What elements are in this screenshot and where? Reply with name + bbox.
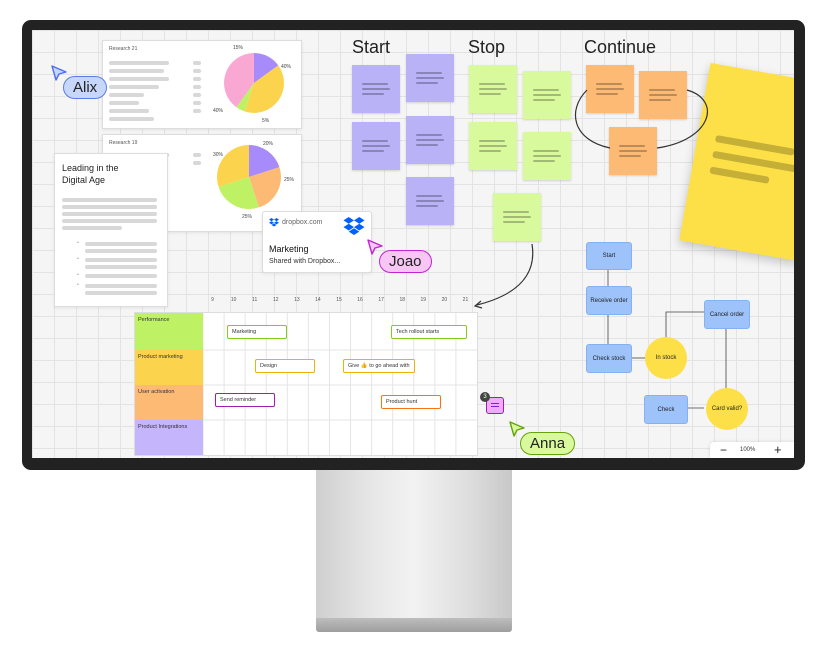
- sticky-note[interactable]: [352, 65, 400, 113]
- gantt-chart[interactable]: 9 10 11 12 13 14 15 16 17 18 19 20 21 Performance Pr…: [134, 297, 478, 456]
- retro-heading-start: Start: [352, 37, 391, 57]
- gantt-day-label: 18: [399, 297, 405, 303]
- document-title: Leading in the: [62, 163, 119, 173]
- gantt-task[interactable]: Send reminder: [215, 393, 275, 407]
- gantt-day-label: 11: [252, 297, 258, 303]
- retro-heading-continue: Continue: [584, 37, 657, 57]
- pie-label: 5%: [262, 118, 270, 124]
- flowchart-in-stock[interactable]: In stock: [645, 337, 687, 379]
- pie-label: 25%: [242, 214, 253, 220]
- pie-slice: [249, 167, 281, 208]
- gantt-day-label: 10: [230, 297, 237, 303]
- sticky-note[interactable]: [406, 54, 454, 102]
- pie-chart: [217, 145, 281, 209]
- connector-lines: [473, 89, 727, 409]
- gantt-day-label: 16: [357, 297, 363, 303]
- gantt-row-label: Product Integrations: [138, 424, 188, 430]
- gantt-task[interactable]: Design: [255, 359, 315, 373]
- whiteboard-canvas[interactable]: Research 21 15% 40% 5% 40% Research 19 2…: [32, 30, 794, 458]
- zoom-control: − 100% +: [710, 442, 794, 458]
- retro-heading-stop: Stop: [468, 37, 506, 57]
- dropbox-link-card[interactable]: dropbox.com Marketing Shared with Dropbo…: [262, 211, 372, 273]
- flowchart-card-valid[interactable]: Card valid?: [706, 388, 748, 430]
- sticky-note[interactable]: [406, 116, 454, 164]
- flowchart-start[interactable]: Start: [586, 242, 632, 270]
- zoom-out-button[interactable]: −: [720, 443, 728, 457]
- flowchart-check-stock[interactable]: Check stock: [586, 344, 632, 373]
- gantt-row-label: Product marketing: [138, 354, 183, 360]
- pie-label: 20%: [263, 141, 274, 147]
- collaborator-tag-anna: Anna: [520, 432, 576, 455]
- zoom-level: 100%: [740, 447, 756, 453]
- dropbox-logo-icon: [343, 217, 365, 236]
- flowchart-cancel-order[interactable]: Cancel order: [704, 300, 750, 329]
- research-card-title: Research 19: [109, 140, 138, 146]
- gantt-day-label: 15: [336, 297, 342, 303]
- sticky-note[interactable]: [493, 193, 541, 241]
- sticky-note[interactable]: [469, 122, 517, 170]
- sticky-note[interactable]: [352, 122, 400, 170]
- sticky-note[interactable]: [609, 127, 657, 175]
- pie-slice: [236, 83, 254, 112]
- sticky-note[interactable]: [639, 71, 687, 119]
- dropbox-card-title: Marketing: [269, 244, 309, 254]
- gantt-task[interactable]: Product hunt: [381, 395, 441, 409]
- flowchart-receive-order[interactable]: Receive order: [586, 286, 632, 315]
- dropbox-card-subtitle: Shared with Dropbox...: [269, 258, 341, 265]
- pie-slice: [218, 177, 259, 209]
- gantt-row-label: User activation: [138, 389, 175, 395]
- pie-slice: [224, 53, 254, 108]
- pie-chart: [224, 53, 284, 113]
- gantt-day-label: 17: [378, 297, 384, 303]
- gantt-day-label: 13: [294, 297, 300, 303]
- pie-slice: [244, 65, 284, 113]
- sticky-note[interactable]: [586, 65, 634, 113]
- gantt-day-label: 14: [315, 297, 321, 303]
- gantt-task[interactable]: Give 👍 to go ahead with: [343, 359, 415, 373]
- pie-label: 40%: [281, 64, 292, 70]
- document-card[interactable]: Leading in the Digital Age • • • •: [54, 153, 168, 307]
- gantt-day-header: 9 10 11 12 13 14 15 16 17 18 19 20 21: [194, 297, 476, 307]
- gantt-day-label: 21: [462, 297, 469, 303]
- collaborator-tag-alix: Alix: [63, 76, 108, 99]
- pie-slice: [217, 145, 249, 187]
- research-card[interactable]: Research 21 15% 40% 5% 40%: [102, 40, 302, 129]
- sticky-note[interactable]: [406, 177, 454, 225]
- comment-count-badge: 3: [480, 392, 490, 402]
- pie-label: 40%: [213, 108, 224, 114]
- pie-slice: [249, 145, 280, 177]
- sticky-note[interactable]: [523, 132, 571, 180]
- monitor-stand: [316, 470, 512, 620]
- gantt-task[interactable]: Marketing: [227, 325, 287, 339]
- cursor-icon: [51, 65, 67, 81]
- cursor-icon: [367, 239, 383, 255]
- pie-label: 30%: [213, 152, 224, 158]
- sticky-note[interactable]: [523, 71, 571, 119]
- zoom-in-button[interactable]: +: [774, 442, 782, 457]
- comment-icon[interactable]: [486, 397, 504, 414]
- research-card-title: Research 21: [109, 46, 138, 52]
- pie-label: 25%: [284, 177, 295, 183]
- gantt-row-label: Performance: [138, 317, 170, 323]
- flowchart-check[interactable]: Check: [644, 395, 688, 424]
- dropbox-domain: dropbox.com: [282, 219, 323, 226]
- pie-label: 15%: [233, 45, 244, 51]
- gantt-task[interactable]: Tech rollout starts: [391, 325, 467, 339]
- cursor-icon: [509, 421, 525, 437]
- pie-slice: [254, 53, 279, 83]
- document-title: Digital Age: [62, 175, 106, 185]
- dropbox-small-icon: [269, 218, 279, 227]
- gantt-day-label: 12: [272, 297, 279, 303]
- collaborator-tag-joao: Joao: [379, 250, 432, 273]
- sticky-note[interactable]: [469, 65, 517, 113]
- gantt-day-label: 20: [441, 297, 448, 303]
- monitor-stand-base: [316, 618, 512, 632]
- gantt-day-label: 19: [420, 297, 427, 303]
- gantt-day-label: 9: [211, 297, 214, 303]
